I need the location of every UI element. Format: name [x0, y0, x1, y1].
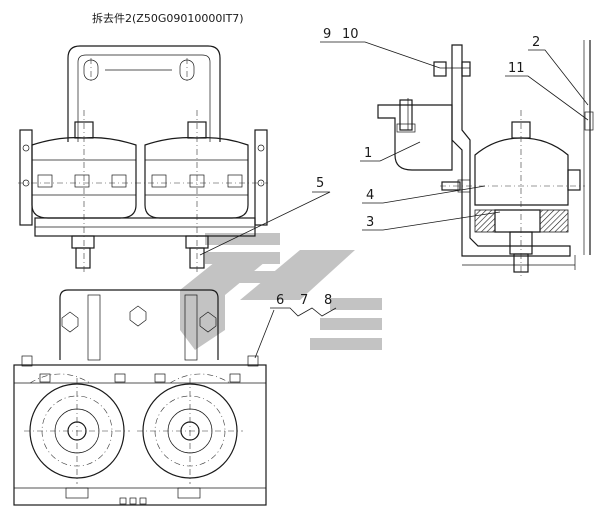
callout-8: 8 — [254, 293, 337, 359]
side-view — [377, 40, 594, 278]
callout-1: 1 — [360, 141, 421, 162]
callout-3: 3 — [362, 211, 501, 231]
svg-text:9: 9 — [323, 27, 331, 42]
drawing-title: 拆去件2(Z50G09010000IT7) — [92, 11, 244, 25]
callout-4: 4 — [362, 185, 486, 204]
callout-11: 11 — [505, 61, 589, 121]
callout-7: 7 — [300, 293, 308, 308]
callout-6: 6 — [276, 293, 284, 308]
svg-text:10: 10 — [342, 27, 359, 42]
svg-text:11: 11 — [508, 61, 525, 76]
bolt-row — [37, 174, 243, 188]
callout-10: 10 — [320, 27, 441, 69]
svg-text:1: 1 — [364, 146, 372, 161]
svg-text:8: 8 — [324, 293, 332, 308]
watermark-logo — [180, 233, 382, 350]
top-view — [13, 289, 267, 506]
callout-9: 9 — [323, 27, 331, 42]
callout-2: 2 — [528, 35, 589, 106]
svg-text:7: 7 — [300, 293, 308, 308]
callout-5: 5 — [199, 176, 331, 256]
svg-text:6: 6 — [276, 293, 284, 308]
svg-text:3: 3 — [366, 215, 374, 230]
svg-text:5: 5 — [316, 176, 324, 191]
svg-text:4: 4 — [366, 188, 374, 203]
svg-text:2: 2 — [532, 35, 540, 50]
